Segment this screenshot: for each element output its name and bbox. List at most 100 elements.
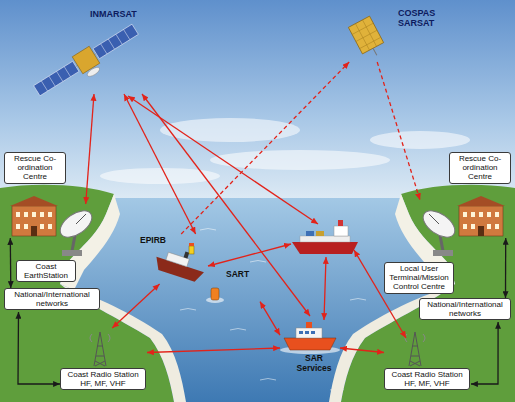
radio-tower	[90, 334, 110, 342]
node-label: National/International networks	[4, 288, 100, 310]
coast-radio: Coast Radio Station HF, MF, VHF	[60, 328, 147, 398]
rescue-building	[457, 196, 505, 206]
sar-lifeboat	[299, 331, 303, 334]
rescue-building	[16, 224, 20, 229]
merchant-ship	[306, 231, 314, 236]
sar-lifeboat	[306, 322, 312, 328]
radio-tower	[409, 332, 421, 366]
rescue-building	[31, 226, 37, 236]
node-label: SART	[226, 270, 249, 280]
merchant-ship	[338, 220, 343, 226]
node-label: Rescue Co-ordination Centre	[449, 152, 511, 184]
distressed-ship	[184, 251, 190, 258]
merchant-ship	[292, 220, 358, 254]
sar-lifeboat	[284, 338, 336, 350]
satellite: COSPAS SARSAT	[338, 4, 450, 62]
cospas-sarsat-satellite	[348, 16, 387, 61]
satellite-dish	[433, 250, 453, 256]
distress-vessel: EPIRB	[138, 234, 210, 284]
land-right	[329, 185, 515, 402]
rescue-building	[487, 212, 491, 217]
satellite-relay-link	[377, 62, 420, 200]
rescue-building	[459, 206, 503, 236]
inmarsat-satellite	[41, 29, 130, 91]
node-label: COSPAS SARSAT	[398, 8, 444, 29]
sart-transponder	[206, 288, 224, 303]
satellite-dish	[429, 214, 439, 224]
inmarsat-satellite	[86, 66, 101, 79]
rescue-building	[463, 224, 467, 229]
node-label: INMARSAT	[90, 9, 137, 19]
radio-link	[340, 348, 384, 353]
sart-transponder	[211, 288, 219, 300]
node-label: Coast EarthStation	[16, 260, 76, 282]
rescue-building	[10, 196, 58, 236]
radio-links	[128, 96, 318, 224]
merchant-ship	[334, 226, 348, 236]
sky	[0, 0, 515, 210]
land-left	[0, 185, 186, 402]
rescue-building	[495, 212, 499, 217]
clouds	[370, 131, 470, 149]
node-label: Coast Radio Station HF, MF, VHF	[60, 368, 146, 390]
node-label: Rescue Co-ordination Centre	[4, 152, 66, 184]
land-right	[341, 185, 515, 402]
node-label: Local User Terminal/Mission Control Cent…	[384, 262, 454, 294]
sar-lifeboat	[299, 331, 315, 334]
node-label: National/International networks	[419, 298, 511, 320]
network-box: National/International networks	[4, 288, 101, 312]
sar-unit: SAR Services	[280, 316, 340, 380]
rescue-building	[478, 226, 484, 236]
radio-link	[124, 94, 196, 234]
satellite-dish	[419, 205, 460, 242]
rescue-building	[495, 224, 499, 229]
coast-radio: Coast Radio Station HF, MF, VHF	[384, 328, 471, 398]
network-link	[505, 238, 507, 298]
rescue-building	[487, 224, 491, 229]
inmarsat-satellite	[93, 24, 138, 59]
clouds	[160, 118, 300, 142]
epirb-beacon	[189, 243, 194, 246]
node-label: SAR Services	[291, 354, 337, 374]
radio-tower	[94, 332, 106, 366]
sar-lifeboat	[280, 322, 340, 354]
rescue-building	[48, 212, 52, 217]
rescue-building	[24, 212, 28, 217]
rescue-building	[32, 212, 36, 217]
rescue-building	[457, 196, 505, 236]
satellite: INMARSAT	[40, 6, 160, 94]
network-link	[18, 312, 60, 384]
radio-link	[260, 302, 280, 336]
clouds	[210, 150, 390, 170]
cospas-sarsat-satellite	[373, 48, 377, 55]
network-link	[471, 322, 498, 384]
satellite-dish	[62, 250, 82, 256]
network-link	[10, 238, 12, 288]
satellite-relay-link	[181, 62, 349, 234]
rescue-building	[479, 212, 483, 217]
sart-device: SART	[200, 268, 260, 310]
earth-station: Coast EarthStation	[16, 204, 98, 286]
radio-links	[128, 96, 406, 338]
ground-terminal: Local User Terminal/Mission Control Cent…	[384, 200, 456, 296]
epirb-beacon	[189, 246, 194, 254]
merchant-ship	[292, 242, 358, 254]
rescue-building	[24, 224, 28, 229]
sar-lifeboat	[296, 328, 322, 338]
rescue-building	[471, 212, 475, 217]
distressed-ship	[166, 252, 189, 266]
rescue-building	[48, 224, 52, 229]
cospas-sarsat-satellite	[348, 16, 383, 54]
distressed-ship	[153, 243, 209, 283]
cospas-sarsat-satellite	[348, 16, 383, 54]
epirb-beacon	[189, 243, 194, 254]
network-box: National/International networks	[419, 298, 512, 322]
radio-links	[208, 244, 291, 266]
rescue-centre: Rescue Co-ordination Centre	[449, 152, 512, 238]
satellite-dish	[56, 205, 97, 242]
radio-link	[86, 94, 94, 204]
